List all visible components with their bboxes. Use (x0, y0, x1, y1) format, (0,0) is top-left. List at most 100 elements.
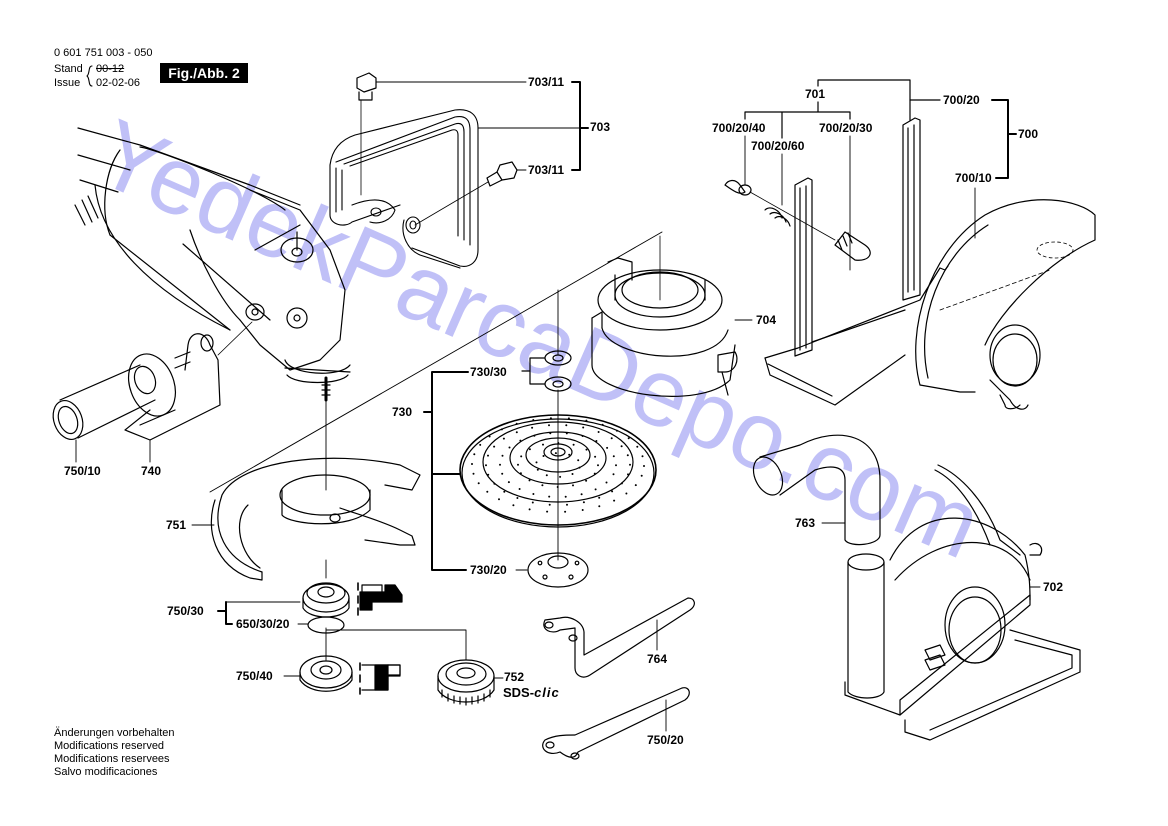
perforation-dot (535, 461, 538, 464)
perforation-dot (487, 454, 489, 457)
cutting-guard-700-10 (915, 187, 1096, 410)
perforation-dot (627, 437, 630, 440)
perforation-dot (577, 459, 580, 462)
perforation-dot (548, 424, 550, 427)
perforation-dot (546, 510, 549, 513)
perforation-dot (594, 455, 597, 458)
note-fr: Modifications reservees (54, 753, 170, 765)
perforation-dot (605, 481, 608, 484)
perforation-dot (593, 472, 596, 475)
callout-700: 700 (1018, 127, 1039, 141)
perforation-dot (613, 499, 616, 502)
callout-702: 702 (1043, 580, 1064, 594)
perforation-dot (493, 445, 496, 448)
perforation-dot (502, 437, 505, 440)
perforation-dot (500, 428, 503, 431)
perforation-dot (597, 431, 600, 433)
perforation-dot (582, 426, 585, 429)
callout-700-20-60: 700/20/60 (751, 139, 805, 153)
wheel-guard-751 (191, 457, 421, 581)
perforation-dot (636, 445, 639, 448)
perforation-dot (519, 472, 522, 475)
callout-764: 764 (647, 652, 668, 666)
perforation-dot (564, 495, 567, 498)
perforation-dot (545, 474, 548, 477)
perforation-dot (612, 455, 615, 458)
mounting-flange-750-30 (217, 582, 403, 634)
perforation-dot (477, 482, 480, 485)
perforation-dot (572, 443, 575, 446)
extraction-hood-704 (591, 235, 753, 397)
perforation-dot (508, 446, 511, 449)
perforation-dot (565, 432, 568, 435)
perforation-dot (536, 468, 539, 471)
perforation-dot (557, 442, 560, 444)
perforation-dot (571, 473, 574, 475)
callout-763: 763 (795, 516, 816, 530)
bracket-703 (571, 81, 589, 171)
callout-750-40: 750/40 (236, 669, 273, 683)
perforation-dot (528, 479, 531, 482)
modification-notice: Änderungen vorbehalten Modifications res… (54, 727, 174, 779)
perforation-dot (581, 509, 584, 511)
perforation-dot (564, 510, 567, 513)
perforation-dot (554, 452, 557, 455)
perforation-dot (585, 419, 588, 422)
callout-704: 704 (756, 313, 777, 327)
perforation-dot (581, 435, 584, 437)
pin-spanner-750-20 (542, 687, 690, 760)
perforation-dot (625, 492, 628, 495)
callout-750-30: 750/30 (167, 604, 204, 618)
header-brace (86, 65, 93, 87)
perforation-dot (515, 422, 518, 425)
perforation-dot (532, 419, 535, 421)
callout-700-20: 700/20 (943, 93, 980, 107)
clamping-nut-750-40 (283, 655, 401, 695)
perforation-dot (503, 490, 506, 493)
perforation-dot (640, 474, 643, 477)
callout-700-10: 700/10 (955, 171, 992, 185)
perforation-dot (611, 490, 614, 493)
perforation-dot (488, 435, 491, 438)
perforation-dot (479, 443, 482, 446)
perforation-dot (585, 448, 588, 451)
callout-752: 752 (504, 670, 525, 684)
perforation-dot (626, 454, 629, 457)
perforation-dot (598, 505, 601, 508)
perforation-dot (582, 501, 585, 504)
perforation-dot (567, 417, 570, 420)
perforation-dot (549, 417, 552, 420)
callout-750-20: 750/20 (647, 733, 684, 747)
perforation-dot (566, 503, 568, 506)
perforation-dot (472, 472, 475, 475)
callout-700-20-40: 700/20/40 (712, 121, 766, 135)
perforation-dot (568, 453, 571, 456)
perforation-dot (629, 463, 631, 466)
issue-label: Issue (54, 77, 81, 89)
angle-grinder-body (74, 127, 351, 402)
perforation-dot (601, 423, 604, 426)
perforation-dot (520, 455, 523, 458)
perforation-dot (641, 455, 644, 458)
callout-751: 751 (166, 518, 187, 532)
bolts-703-11 (356, 72, 581, 226)
perforation-dot (597, 464, 599, 467)
backing-pad-730 (423, 350, 657, 588)
extraction-elbow-763 (752, 434, 881, 546)
perforation-dot (493, 482, 496, 485)
perforation-dot (528, 448, 531, 451)
perforation-dot (549, 432, 552, 435)
perforation-dot (486, 490, 489, 493)
perforation-dot (580, 493, 583, 496)
perforation-dot (531, 501, 534, 504)
perforation-dot (620, 482, 623, 485)
face-spanner-764 (543, 597, 695, 678)
stand-label: Stand (54, 63, 83, 75)
callout-730: 730 (392, 405, 413, 419)
stand-value-struck: 00-12 (96, 63, 125, 75)
sds-clic-brand: SDS-clic (503, 686, 560, 700)
perforation-dot (595, 440, 598, 442)
perforation-dot (565, 424, 568, 427)
